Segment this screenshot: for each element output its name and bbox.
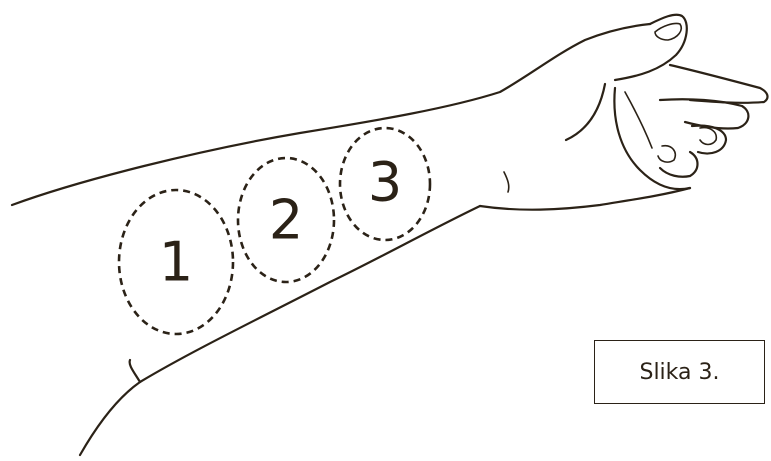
palm-crease [625, 92, 652, 148]
zone-label-1: 1 [159, 231, 193, 294]
wrist-crease [504, 172, 509, 192]
elbow-contour [130, 360, 140, 382]
finger-curl-2 [692, 126, 726, 154]
figure-caption: Slika 3. [639, 360, 719, 385]
figure-caption-box: Slika 3. [594, 340, 765, 404]
forearm-upper-contour [12, 24, 650, 205]
finger-curl-1 [660, 99, 748, 128]
fingernail-1 [700, 128, 716, 145]
thumb-outline [615, 15, 687, 80]
index-finger-top [670, 65, 767, 103]
zone-label-2: 2 [269, 189, 303, 252]
zone-label-3: 3 [368, 151, 402, 214]
fingernail-2 [658, 146, 675, 162]
finger-curl-3 [660, 152, 698, 177]
thumbnail-outline [655, 23, 681, 40]
wrist-lower-contour [480, 188, 690, 210]
